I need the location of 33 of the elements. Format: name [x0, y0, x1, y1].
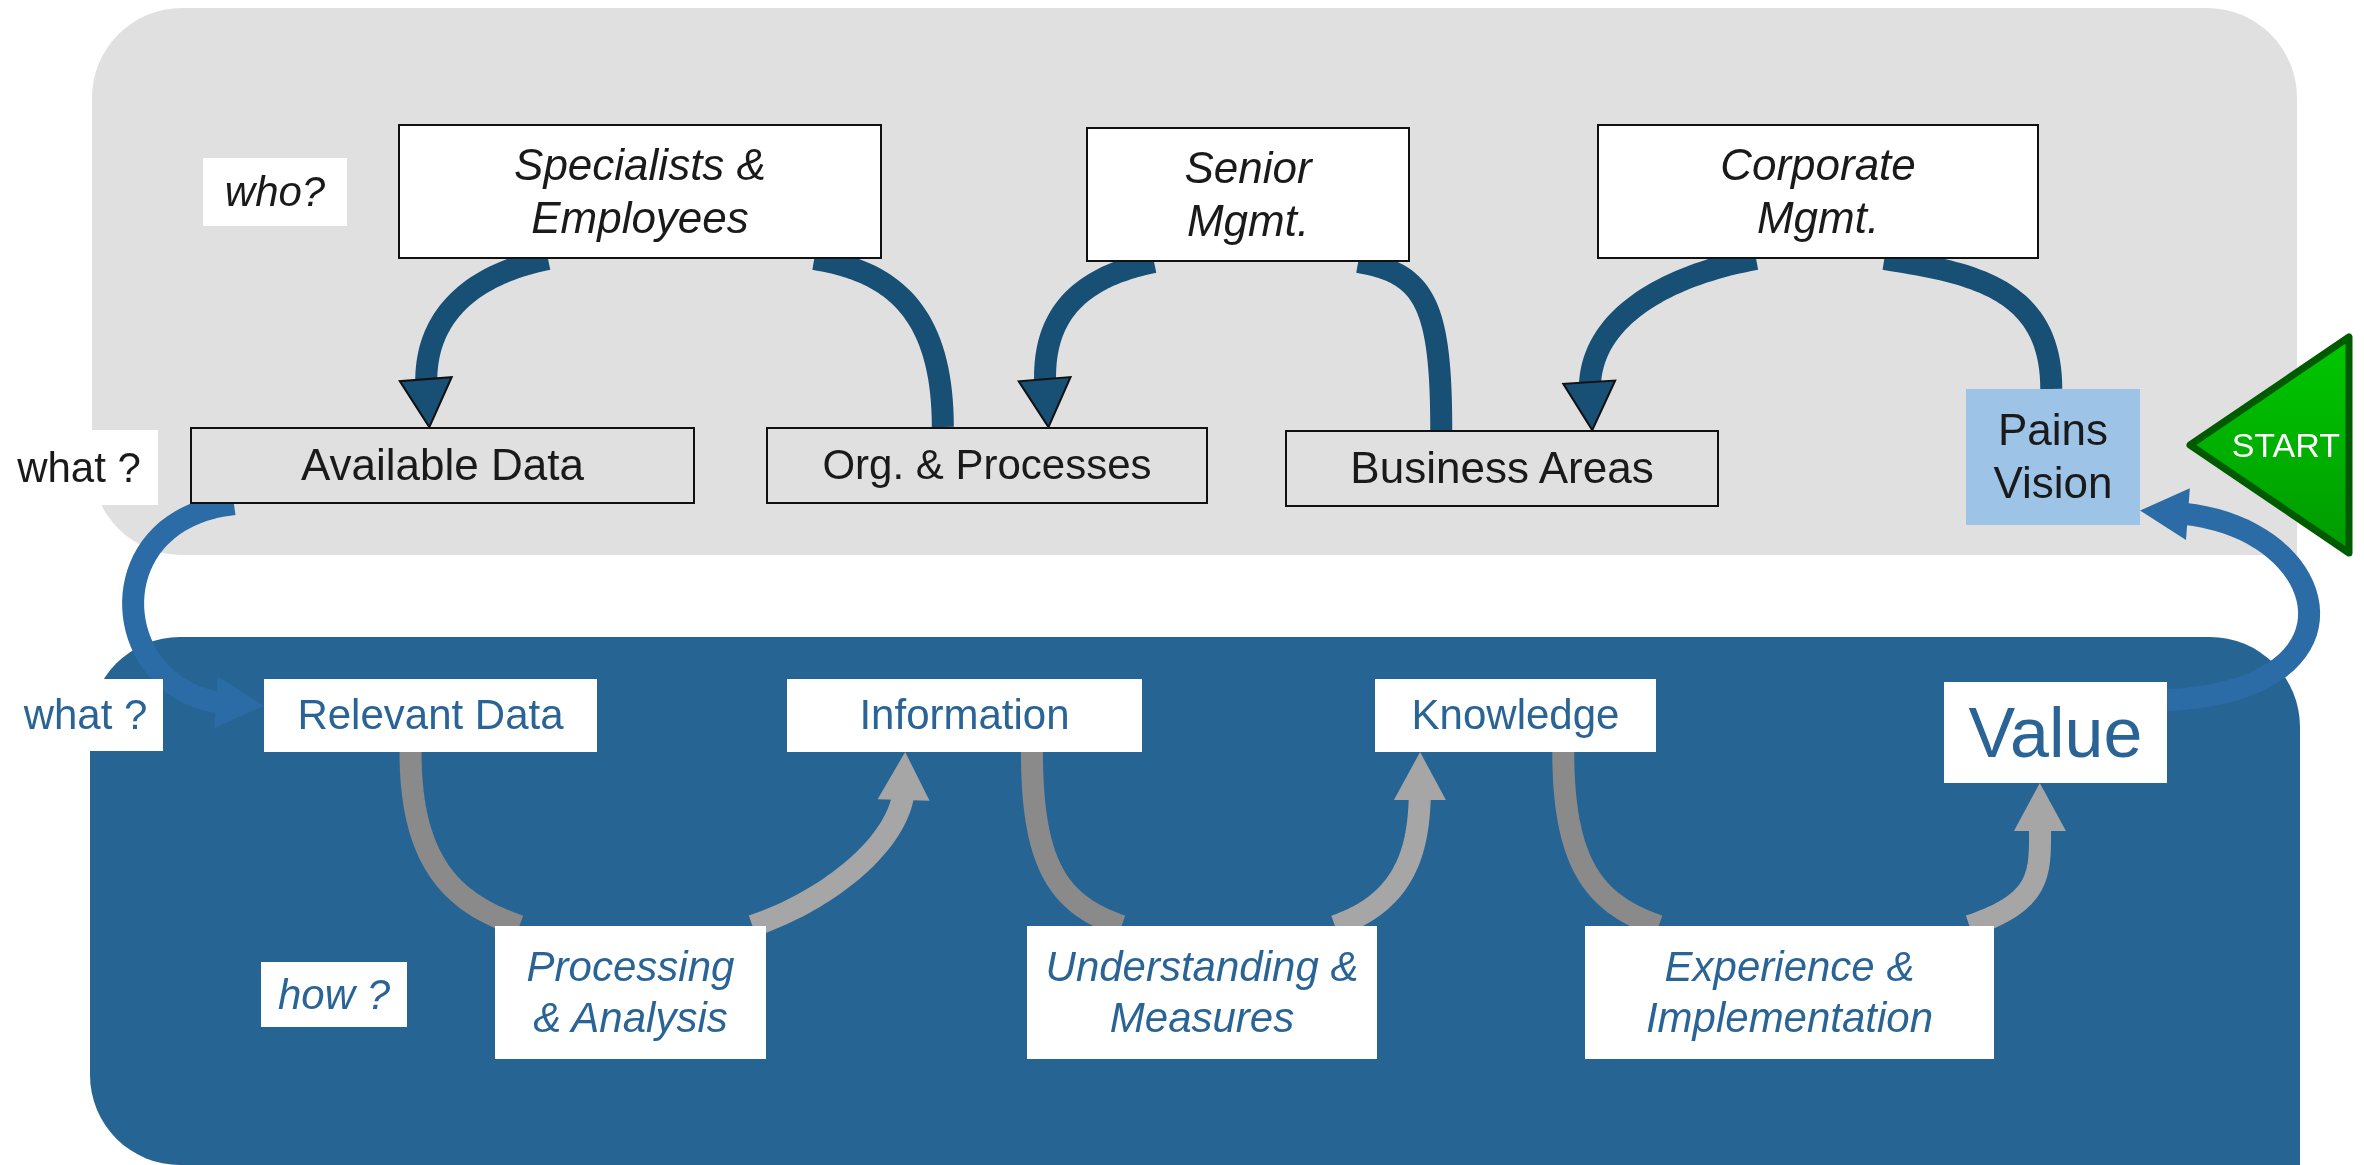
node-label: Processing & Analysis [525, 942, 736, 1043]
node-label: Understanding & Measures [1044, 942, 1360, 1043]
question-label: who? [203, 158, 347, 226]
text-box [1585, 926, 1994, 1059]
node-label: Specialists & Employees [513, 138, 767, 244]
text-box [1086, 127, 1410, 262]
node-label: Knowledge [1410, 690, 1621, 741]
text-box [495, 926, 766, 1059]
node-label: Pains Vision [1992, 404, 2114, 509]
text-box [1285, 430, 1719, 507]
node-label: Value [1967, 692, 2144, 774]
node-label: Relevant Data [296, 690, 565, 741]
text-box [398, 124, 882, 259]
node-label: Information [858, 690, 1071, 741]
curved-arrow [2140, 488, 2321, 712]
start-triangle [2184, 332, 2354, 558]
text-box [1597, 124, 2039, 259]
text-box [787, 679, 1142, 752]
node-label: Corporate Mgmt. [1719, 138, 1917, 244]
text-box [1944, 682, 2167, 783]
text-box [1027, 926, 1377, 1059]
text-box [1375, 679, 1656, 752]
node-label: Experience & Implementation [1644, 942, 1935, 1043]
text-box [264, 679, 597, 752]
node-label: Business Areas [1349, 442, 1655, 495]
text-box [766, 427, 1208, 504]
text-box [1966, 389, 2140, 525]
node-label: START [2230, 424, 2341, 466]
question-label: how ? [261, 962, 407, 1027]
text-box [190, 427, 695, 504]
node-label: Available Data [300, 439, 585, 492]
node-label: Org. & Processes [821, 440, 1153, 491]
node-label: Senior Mgmt. [1183, 141, 1314, 247]
